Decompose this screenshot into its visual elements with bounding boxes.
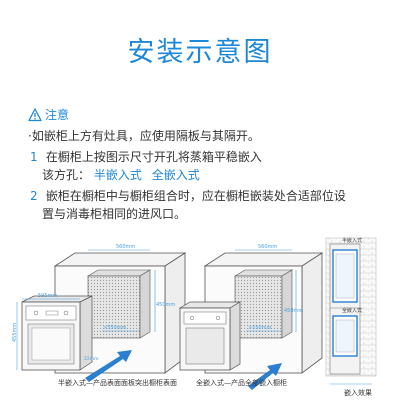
caption-effect: 嵌入效果 bbox=[344, 389, 372, 397]
warning-icon bbox=[28, 107, 42, 121]
full-depth-dim: >550mm bbox=[248, 325, 272, 331]
effect-label-full: 全嵌入式 bbox=[342, 307, 362, 314]
full-height-dim: 450mm bbox=[284, 308, 303, 314]
item-1-prefix: 该方孔： bbox=[42, 168, 91, 182]
embed-effect-wall bbox=[325, 237, 377, 377]
option-half-embedded: 半嵌入式 bbox=[93, 168, 142, 182]
insert-arrow-left bbox=[85, 350, 132, 382]
effect-label-half: 半嵌入式 bbox=[342, 237, 362, 244]
half-width-dim: 560mm bbox=[116, 244, 135, 250]
half-embedded-dimensions bbox=[88, 249, 156, 332]
item-2-text: 嵌柜在橱柜中与橱柜组合时，应在橱柜嵌装处合适部位设 bbox=[45, 189, 346, 203]
caption-half-embedded: 半嵌入式—产品表面面板突出橱柜表面 bbox=[58, 379, 177, 387]
note-line-0: ·如嵌柜上方有灶具，应使用隔板与其隔开。 bbox=[28, 129, 260, 143]
steam-oven-front bbox=[21, 295, 93, 371]
note-heading: 注意 bbox=[28, 106, 69, 123]
half-depth-dim: >550mm bbox=[103, 325, 127, 331]
item-1-text: 在橱柜上按图示尺寸开孔将蒸箱平稳嵌入 bbox=[45, 150, 262, 164]
note-item-2-cont: 置与消毒柜相同的进风口。 bbox=[42, 207, 187, 221]
note-label: 注意 bbox=[45, 108, 70, 122]
note-item-1-cont: 该方孔： 半嵌入式 全嵌入式 bbox=[42, 166, 200, 183]
insert-arrow-middle bbox=[248, 363, 282, 390]
note-item-2: 2 嵌柜在橱柜中与橱柜组合时，应在橱柜嵌装处合适部位设 bbox=[30, 187, 346, 204]
installation-diagram: 560mm 450mm >550mm 595mm 455mm 22mm 560m… bbox=[12, 237, 377, 390]
caption-full-embedded: 全嵌入式—产品全部嵌入橱柜 bbox=[196, 379, 287, 387]
item-1-number: 1 bbox=[30, 150, 38, 164]
full-width-dim: 560mm bbox=[258, 244, 277, 250]
page-title: 安装示意图 bbox=[127, 37, 273, 68]
option-full-embedded: 全嵌入式 bbox=[151, 168, 200, 182]
item-2-number: 2 bbox=[30, 189, 38, 203]
oven-height-dim: 455mm bbox=[12, 323, 18, 342]
oven-width-dim: 595mm bbox=[38, 293, 57, 299]
steam-oven-middle bbox=[178, 301, 242, 371]
half-height-dim: 450mm bbox=[156, 302, 175, 308]
oven-side-dim: 22mm bbox=[84, 356, 99, 362]
note-item-1: 1 在橱柜上按图示尺寸开孔将蒸箱平稳嵌入 bbox=[30, 148, 262, 165]
